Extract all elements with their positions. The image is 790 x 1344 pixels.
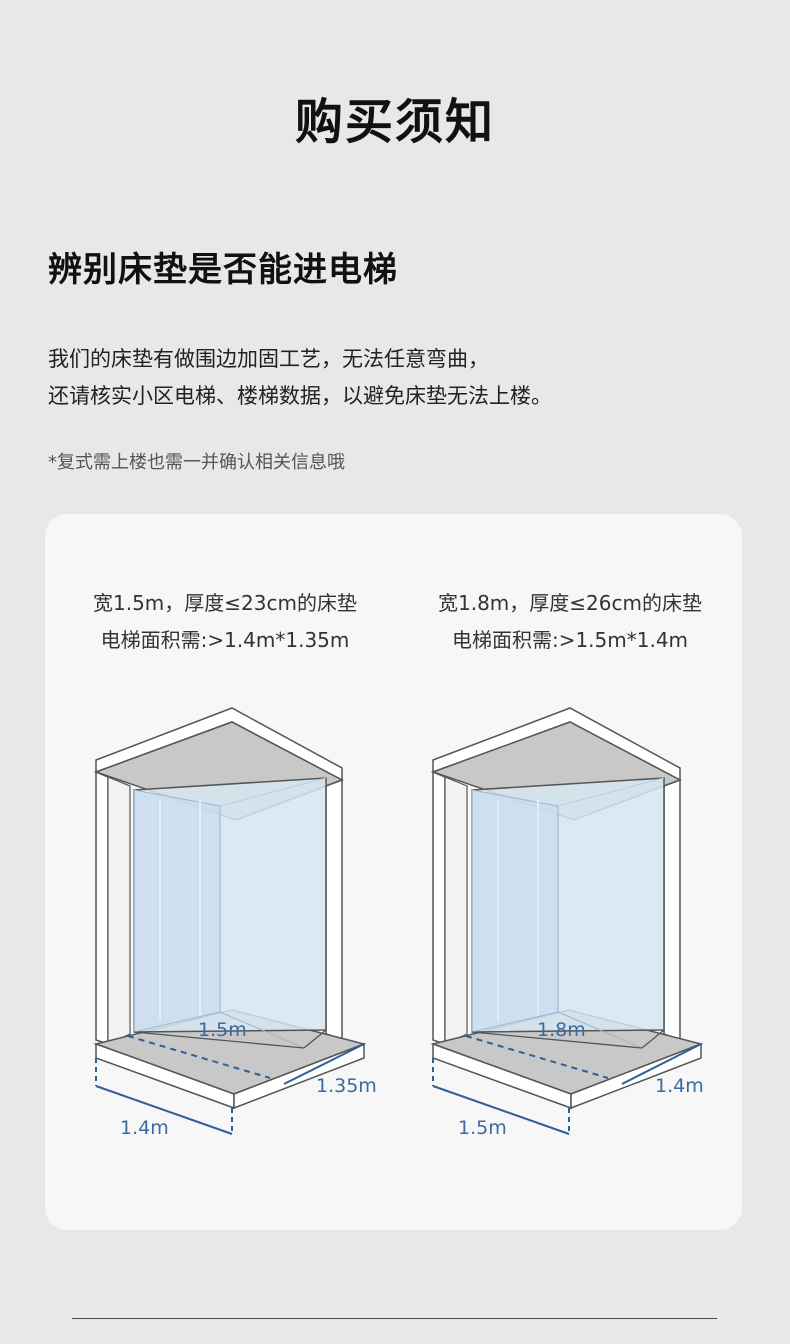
section-title: 辨别床垫是否能进电梯	[48, 250, 398, 290]
option-1-elevator-requirement: 电梯面积需:>1.4m*1.35m	[100, 628, 350, 652]
elevator-diagram-card	[45, 514, 742, 1230]
option-2-mattress-spec: 宽1.8m，厚度≤26cm的床垫	[438, 591, 702, 615]
description-line-1: 我们的床垫有做围边加固工艺，无法任意弯曲，	[48, 347, 489, 371]
page-title: 购买须知	[294, 94, 495, 150]
bottom-divider	[72, 1318, 717, 1319]
description-line-2: 还请核实小区电梯、楼梯数据，以避免床垫无法上楼。	[48, 384, 552, 408]
option-1-mattress-spec: 宽1.5m，厚度≤23cm的床垫	[93, 591, 357, 615]
footnote: *复式需上楼也需一并确认相关信息哦	[48, 452, 345, 473]
option-2-elevator-requirement: 电梯面积需:>1.5m*1.4m	[451, 628, 689, 652]
